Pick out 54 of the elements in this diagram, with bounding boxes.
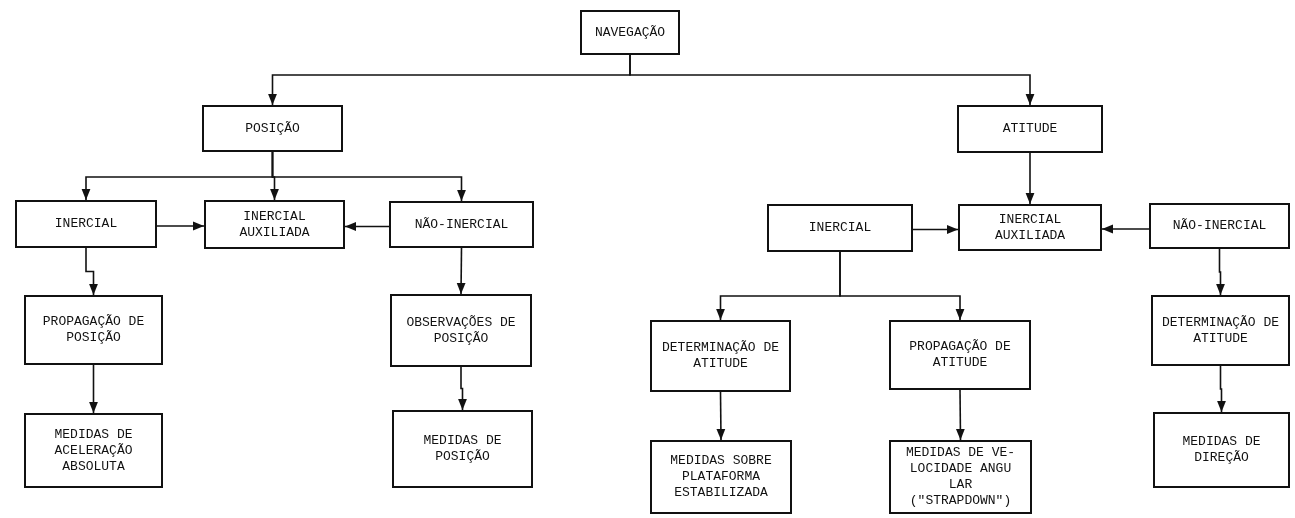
process-box: [24, 413, 163, 488]
process-box: [1149, 203, 1290, 249]
process-box: [390, 294, 532, 367]
box-label: NAVEGAÇÃO: [594, 24, 666, 41]
box-label: INERCIAL AUXILIADA: [993, 211, 1067, 244]
arrow: [1101, 224, 1150, 234]
arrow: [1216, 248, 1225, 296]
process-box: [767, 204, 913, 252]
box-label: NÃO-INERCIAL: [414, 216, 509, 233]
process-box: [202, 105, 343, 152]
box-label: MEDIDAS DE VE- LOCIDADE ANGU LAR ("STRAPDOWN"): [904, 445, 1017, 509]
process-box: [392, 410, 533, 488]
process-box: [957, 105, 1103, 153]
process-box: [650, 320, 791, 392]
arrow: [1025, 152, 1035, 205]
box-label: OBSERVAÇÕES DE POSIÇÃO: [405, 314, 517, 347]
process-box: [889, 320, 1031, 390]
arrow: [344, 222, 390, 231]
arrow: [955, 389, 965, 441]
arrow: [456, 247, 466, 295]
arrow: [156, 221, 205, 231]
arrow: [839, 251, 965, 321]
box-label: MEDIDAS SOBRE PLATAFORMA ESTABILIZADA: [669, 453, 773, 501]
arrow: [1217, 365, 1226, 413]
process-box: [889, 440, 1032, 514]
arrow: [85, 247, 98, 296]
process-box: [389, 201, 534, 248]
arrow: [629, 54, 1035, 106]
process-box: [580, 10, 680, 55]
box-label: INERCIAL: [808, 220, 872, 236]
box-label: DETERMINAÇÃO DE ATITUDE: [661, 340, 780, 372]
arrow: [458, 366, 467, 411]
process-box: [204, 200, 345, 249]
box-label: MEDIDAS DE ACELERAÇÃO ABSOLUTA: [53, 426, 134, 475]
arrow: [912, 225, 959, 234]
arrow: [716, 391, 726, 441]
process-box: [958, 204, 1102, 251]
box-label: NÃO-INERCIAL: [1172, 218, 1267, 234]
process-box: [24, 295, 163, 365]
box-label: PROPAGAÇÃO DE ATITUDE: [908, 339, 1012, 371]
box-label: ATITUDE: [1002, 121, 1058, 137]
arrow: [271, 151, 466, 202]
box-label: PROPAGAÇÃO DE POSIÇÃO: [41, 314, 146, 346]
process-box: [650, 440, 792, 514]
arrow: [89, 364, 98, 414]
process-box: [1151, 295, 1290, 366]
process-box: [15, 200, 157, 248]
process-box: [1153, 412, 1290, 488]
box-label: DETERMINAÇÃO DE ATITUDE: [1161, 314, 1280, 347]
box-label: MEDIDAS DE POSIÇÃO: [422, 433, 503, 465]
box-label: MEDIDAS DE DIREÇÃO: [1181, 434, 1262, 466]
box-label: INERCIAL: [54, 216, 118, 232]
box-label: POSIÇÃO: [245, 120, 300, 137]
box-label: INERCIAL AUXILIADA: [238, 208, 311, 241]
